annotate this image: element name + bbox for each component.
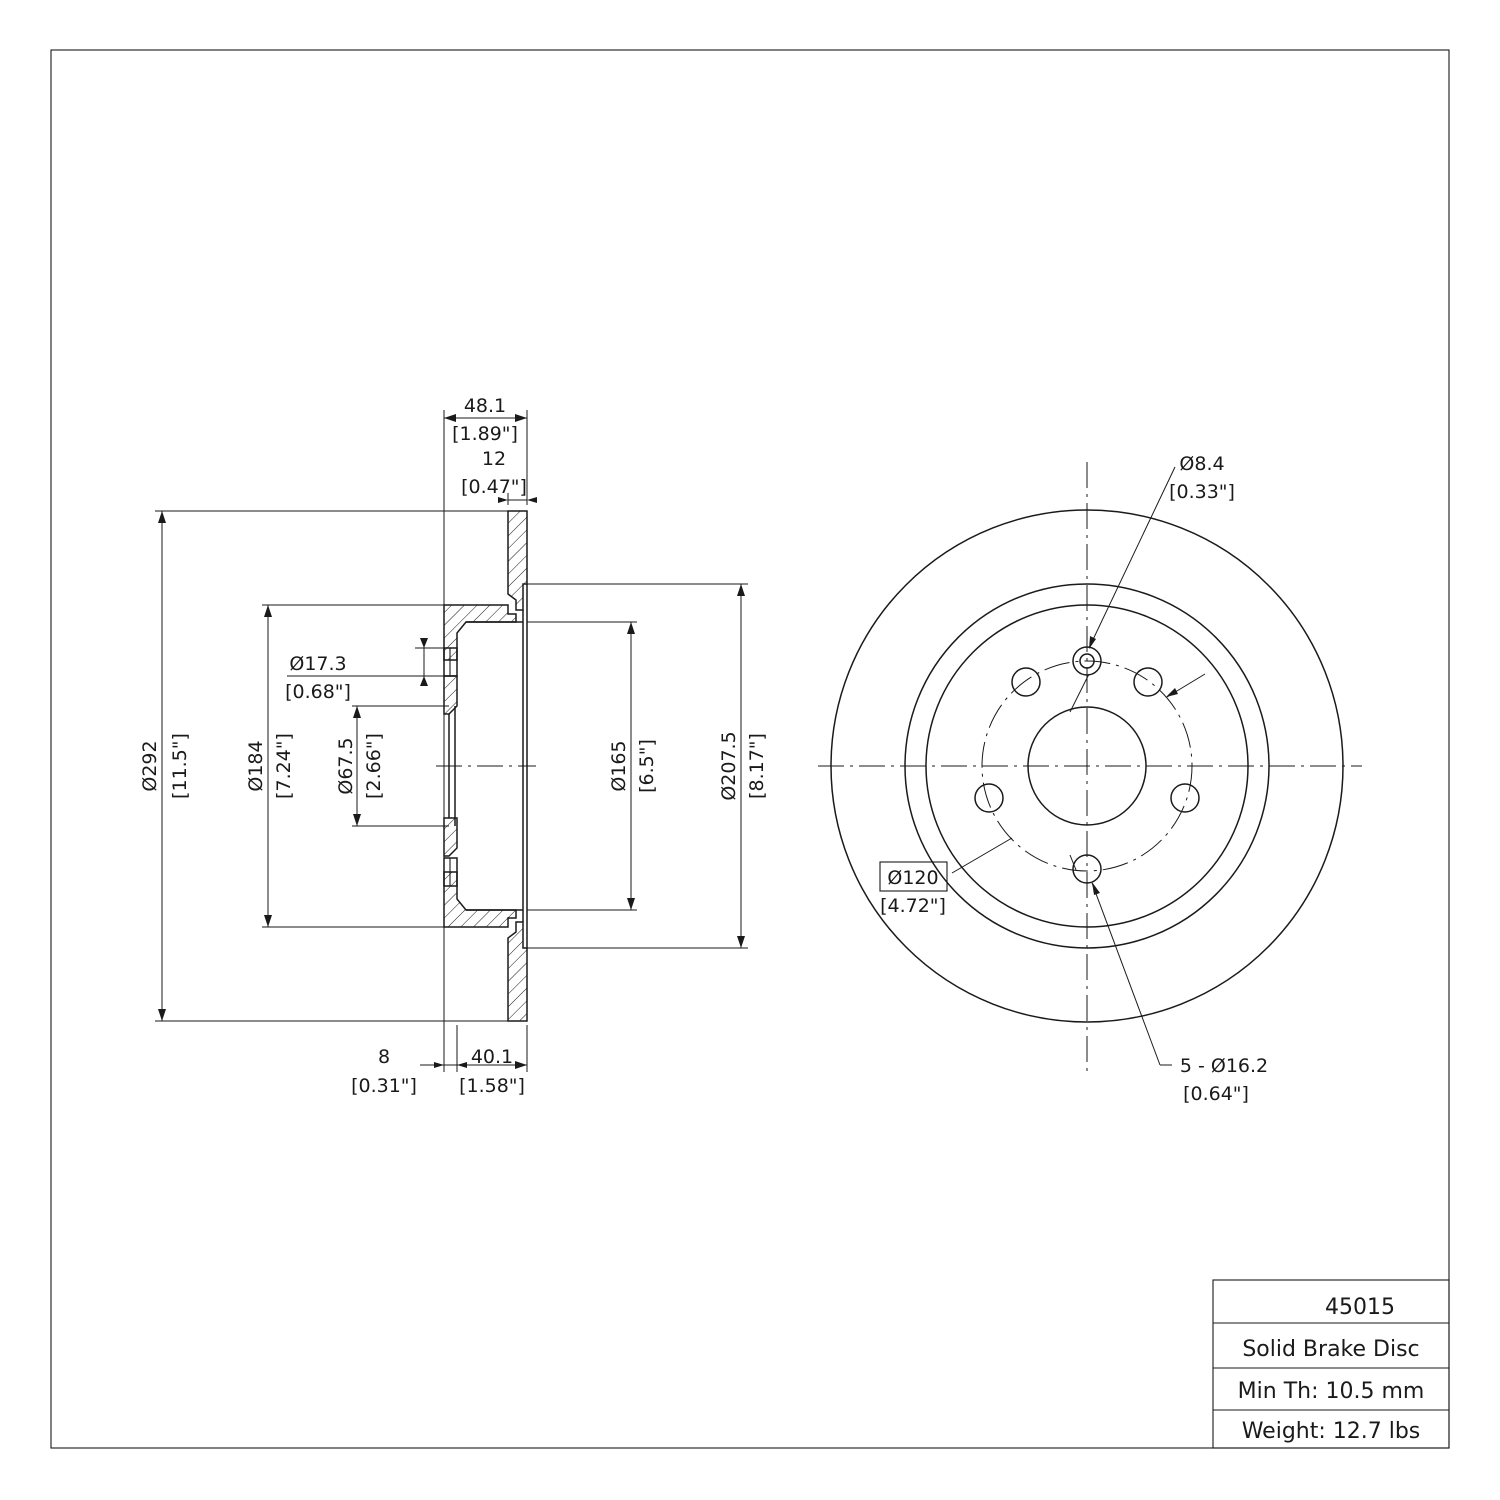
part-description: Solid Brake Disc	[1242, 1337, 1419, 1362]
locating-hole-outer	[1072, 646, 1102, 676]
locating-hole-inner	[1079, 653, 1095, 669]
lug-holes-mm: 5 - Ø16.2	[1180, 1055, 1268, 1077]
hub-flange-in: [0.31"]	[351, 1075, 417, 1097]
center-bore-in: [2.66"]	[363, 733, 385, 799]
bolt-circle-mm: Ø120	[887, 867, 938, 889]
inner-hat-diameter-mm: Ø165	[608, 740, 630, 791]
lug-hole	[974, 783, 1004, 813]
hat-diameter-mm: Ø184	[245, 740, 267, 791]
friction-inner-diameter-mm: Ø207.5	[718, 731, 740, 800]
rotor-ring-top	[507, 510, 528, 611]
hat-top	[443, 604, 517, 661]
hat-diameter-in: [7.24"]	[273, 733, 295, 799]
side-section-view: 48.1 [1.89"] 12 [0.47"] 8 [0.31"] 40.1 […	[139, 395, 768, 1097]
outer-diameter-mm: Ø292	[139, 740, 161, 791]
lug-hole	[1072, 854, 1102, 884]
rotor-ring-bottom	[507, 921, 528, 1022]
weight: Weight: 12.7 lbs	[1242, 1419, 1421, 1444]
bolt-circle-in: [4.72"]	[880, 895, 946, 917]
min-thickness: Min Th: 10.5 mm	[1238, 1379, 1425, 1404]
friction-inner-diameter-in: [8.17"]	[746, 733, 768, 799]
hat-height-in: [1.58"]	[459, 1075, 525, 1097]
hat-height-mm: 40.1	[471, 1046, 513, 1068]
hub-flange-mm: 8	[378, 1046, 390, 1068]
locating-hole-in: [0.33"]	[1169, 481, 1235, 503]
stud-hole-in: [0.68"]	[285, 681, 351, 703]
front-view: Ø8.4 [0.33"] Ø120 [4.72"] 5 - Ø16.2 [0.6…	[818, 453, 1362, 1105]
lug-hole	[1011, 667, 1041, 697]
lug-holes-in: [0.64"]	[1183, 1083, 1249, 1105]
title-block: 45015 Solid Brake Disc Min Th: 10.5 mm W…	[1212, 1279, 1450, 1449]
center-bore-mm: Ø67.5	[335, 737, 357, 794]
locating-hole-mm: Ø8.4	[1179, 453, 1224, 475]
sheet-border	[50, 49, 1450, 1449]
overall-width-mm: 48.1	[464, 395, 506, 417]
hat-bottom	[443, 871, 517, 928]
part-number: 45015	[1325, 1295, 1395, 1320]
disc-thickness-mm: 12	[482, 448, 506, 470]
lug-hole	[1133, 667, 1163, 697]
disc-thickness-in: [0.47"]	[461, 476, 527, 498]
stud-hole-mm: Ø17.3	[289, 653, 346, 675]
outer-diameter-in: [11.5"]	[169, 733, 191, 799]
inner-hat-diameter-in: [6.5"]	[636, 739, 658, 793]
overall-width-in: [1.89"]	[452, 423, 518, 445]
lug-hole	[1170, 783, 1200, 813]
bolt-circle-label-box	[879, 861, 948, 892]
